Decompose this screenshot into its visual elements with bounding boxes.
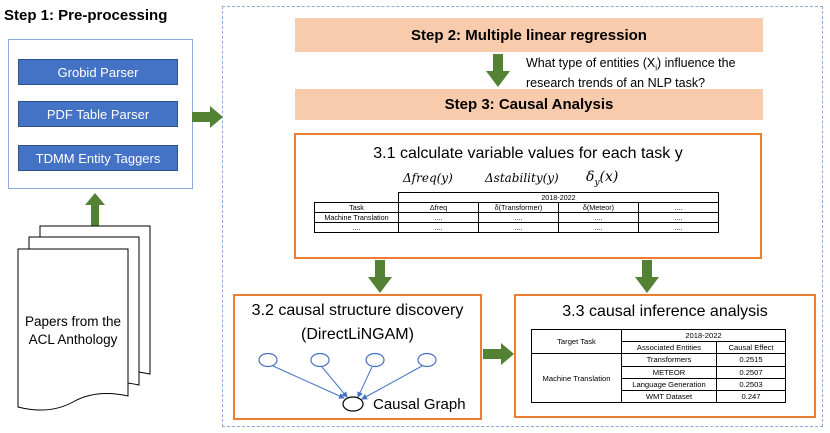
step32-box: 3.2 causal structure discovery (DirectLi… xyxy=(233,294,482,420)
table-task-cell: Machine Translation xyxy=(531,353,622,404)
question-text-start: What type of entities (X xyxy=(526,56,656,70)
formula-delta-freq: Δfreq(y) xyxy=(403,171,453,185)
step31-title: 3.1 calculate variable values for each t… xyxy=(373,145,683,162)
step33-box: 3.3 causal inference analysis Target Tas… xyxy=(514,294,816,418)
pdf-table-parser-box: PDF Table Parser xyxy=(18,101,178,127)
table-cell: .... xyxy=(558,222,639,233)
question-text-end: ) influence the xyxy=(657,56,736,70)
table-header-entities: Associated Entities xyxy=(621,341,717,355)
table-cell: .... xyxy=(398,212,479,223)
table-cell: .... xyxy=(638,222,719,233)
table-row: Associated Entities Causal Effect xyxy=(532,341,786,355)
variables-table: 2018-2022 Task Δfreq δ(Transformer) δ(Me… xyxy=(314,192,719,233)
table-period-header: 2018-2022 xyxy=(398,192,719,203)
table-row: WMT Dataset 0.247 xyxy=(532,389,786,404)
causal-graph-diagram xyxy=(258,352,437,412)
table-header-more: .... xyxy=(638,202,719,213)
table-header-freq: Δfreq xyxy=(398,202,479,213)
table-header-task: Task xyxy=(314,202,399,213)
table-row: Machine Translation Transformers 0.2515 xyxy=(531,353,786,404)
graph-edge xyxy=(272,365,345,399)
table-header-transformer: δ(Transformer) xyxy=(478,202,559,213)
analysis-frame xyxy=(222,6,823,427)
table-cell: .... xyxy=(314,222,399,233)
table-header-effect: Causal Effect xyxy=(716,341,786,355)
table-corner xyxy=(315,193,399,203)
table-cell: 0.2507 xyxy=(716,365,786,379)
arrow-down-icon xyxy=(486,54,510,87)
table-cell: .... xyxy=(558,212,639,223)
question-subscript: i xyxy=(655,63,658,73)
table-cell: METEOR xyxy=(621,365,717,379)
table-cell: .... xyxy=(638,212,719,223)
graph-node xyxy=(365,352,385,368)
arrow-down-icon xyxy=(635,260,659,293)
question-line2: research trends of an NLP task? xyxy=(526,75,706,90)
table-row: Target Task 2018-2022 xyxy=(531,328,786,355)
preprocessing-box: Grobid Parser PDF Table Parser TDMM Enti… xyxy=(8,39,193,189)
graph-edge xyxy=(321,366,348,398)
arrow-down-icon xyxy=(368,260,392,293)
step33-title: 3.3 causal inference analysis xyxy=(562,303,768,320)
table-cell: Machine Translation xyxy=(314,212,399,223)
causal-effect-table: Target Task 2018-2022 Associated Entitie… xyxy=(531,328,786,404)
graph-node xyxy=(310,352,330,368)
step1-title: Step 1: Pre-processing xyxy=(4,7,168,24)
arrow-right-icon xyxy=(192,106,223,128)
research-question: What type of entities (Xi) influence the… xyxy=(526,56,736,91)
graph-edge xyxy=(357,366,373,398)
papers-label: Papers from the ACL Anthology xyxy=(18,313,128,349)
papers-label-line2: ACL Anthology xyxy=(28,332,118,347)
grobid-parser-box: Grobid Parser xyxy=(18,59,178,85)
table-header-meteor: δ(Meteor) xyxy=(558,202,639,213)
table-cell: WMT Dataset xyxy=(621,389,717,404)
table-cell: .... xyxy=(478,212,559,223)
step32-subtitle: (DirectLiNGAM) xyxy=(301,326,414,343)
table-cell: 0.2503 xyxy=(716,377,786,391)
graph-node xyxy=(417,352,437,368)
formula-delta-y-x: δy(x) xyxy=(586,169,619,188)
table-header-target: Target Task xyxy=(531,328,622,355)
table-cell: 0.247 xyxy=(716,389,786,404)
arrow-right-icon xyxy=(483,343,514,365)
table-cell: Transformers xyxy=(621,353,717,367)
graph-node xyxy=(258,352,278,368)
table-cell: .... xyxy=(478,222,559,233)
step3-title: Step 3: Causal Analysis xyxy=(295,89,763,120)
graph-target-node xyxy=(342,396,364,412)
step2-title: Step 2: Multiple linear regression xyxy=(295,18,763,52)
papers-label-line1: Papers from the xyxy=(24,314,122,329)
table-cell: 0.2515 xyxy=(716,353,786,367)
table-row: Task Δfreq δ(Transformer) δ(Meteor) .... xyxy=(314,202,719,213)
papers-stack-icon xyxy=(17,225,151,411)
table-row: .... .... .... .... .... xyxy=(314,222,719,233)
formula-delta-stability: Δstability(y) xyxy=(485,171,559,185)
graph-edge xyxy=(361,365,423,400)
step31-box: 3.1 calculate variable values for each t… xyxy=(294,133,762,259)
table-row: Machine Translation .... .... .... .... xyxy=(314,212,719,223)
tdmm-entity-taggers-box: TDMM Entity Taggers xyxy=(18,145,178,171)
table-cell: Language Generation xyxy=(621,377,717,391)
table-period-header: 2018-2022 xyxy=(621,328,786,343)
arrow-up-icon xyxy=(85,193,105,226)
step32-title: 3.2 causal structure discovery xyxy=(251,302,464,319)
table-cell: .... xyxy=(398,222,479,233)
causal-graph-label: Causal Graph xyxy=(373,396,466,413)
